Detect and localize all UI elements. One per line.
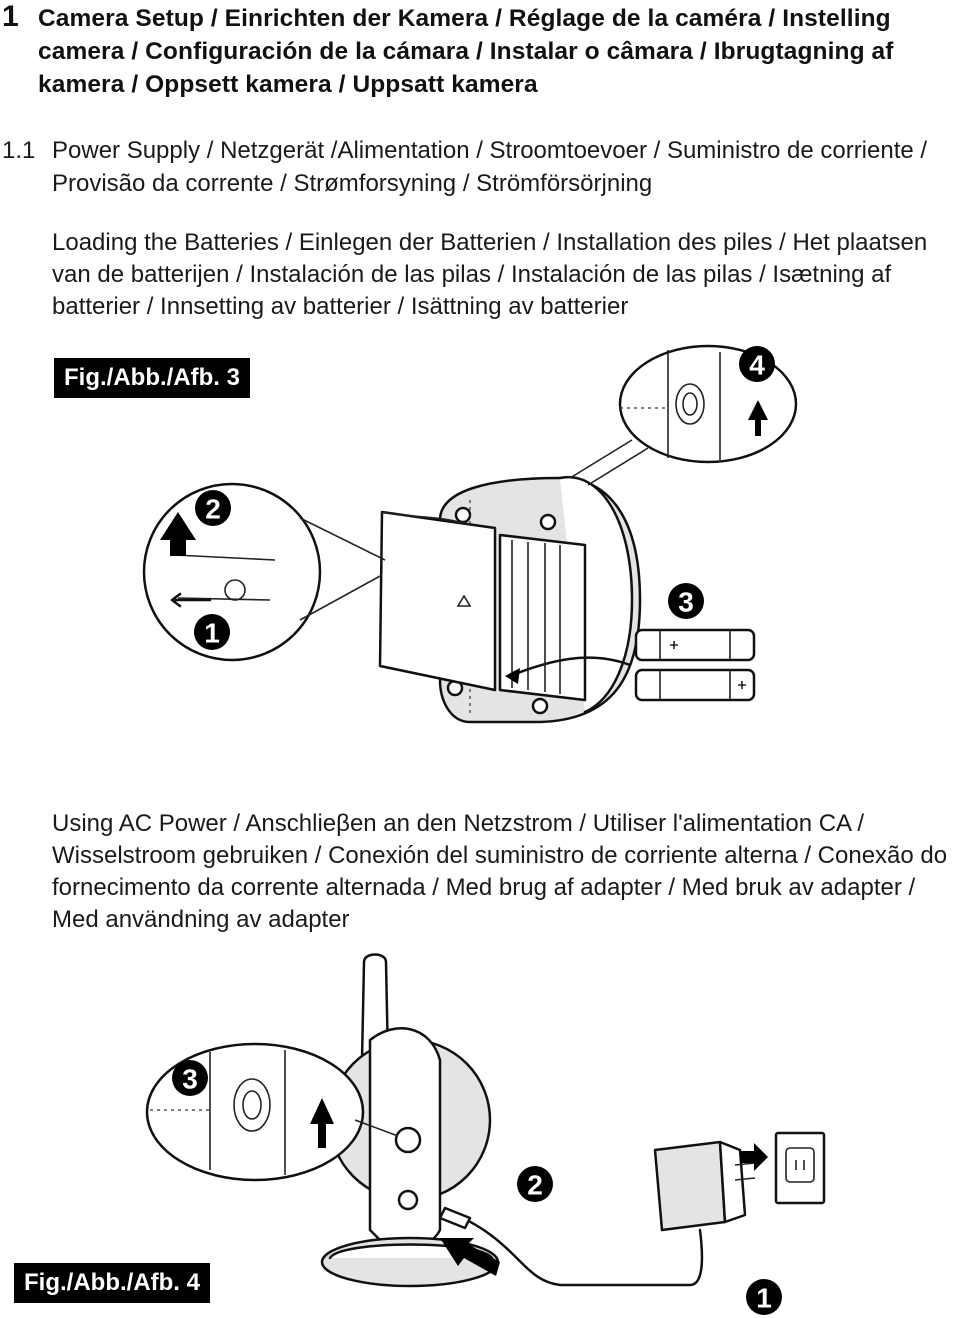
svg-text:3: 3 [678, 587, 694, 618]
fig4-step-badge: 1 [746, 1279, 782, 1315]
batteries-paragraph: Loading the Batteries / Einlegen der Bat… [52, 229, 928, 320]
fig3-label: Fig./Abb./Afb. 3 [54, 358, 250, 398]
callout-power-switch [145, 1042, 399, 1182]
section-title: Camera Setup / Einrichten der Kamera / R… [38, 5, 894, 98]
fig3-step-badge: 2 [195, 490, 231, 526]
svg-text:3: 3 [182, 1064, 198, 1095]
camera-body [438, 475, 642, 724]
ac-power-paragraph: Using AC Power / Anschlieβen an den Netz… [52, 810, 948, 933]
fig4-step-badge: 3 [172, 1060, 208, 1096]
callout-door-latch [142, 482, 386, 662]
subsection-title: Power Supply / Netzgerät /Alimentation /… [52, 137, 928, 197]
svg-text:1: 1 [756, 1283, 772, 1314]
plug-arrow [440, 1238, 500, 1276]
camera-base [320, 1236, 500, 1288]
fig3-step-badge: 1 [194, 614, 230, 650]
power-adapter [438, 1131, 826, 1287]
svg-text:1: 1 [204, 618, 220, 649]
svg-text:4: 4 [749, 350, 765, 381]
fig3-step-badge: 3 [668, 583, 704, 619]
fig4-label: Fig./Abb./Afb. 4 [14, 1263, 210, 1303]
camera-body-side [328, 1027, 492, 1248]
callout-power-switch [569, 344, 798, 486]
section-number: 1 [2, 0, 19, 33]
subsection-heading: 1.1 Power Supply / Netzgerät /Alimentati… [2, 134, 932, 197]
batteries-illustration [505, 628, 756, 702]
battery-door [378, 510, 497, 692]
fig4-step-badge: 2 [517, 1166, 553, 1202]
camera-antenna [360, 953, 390, 1062]
svg-text:2: 2 [527, 1170, 543, 1201]
fig3-step-badge: 4 [739, 346, 775, 382]
subsection-number: 1.1 [2, 137, 36, 164]
svg-text:2: 2 [205, 494, 221, 525]
